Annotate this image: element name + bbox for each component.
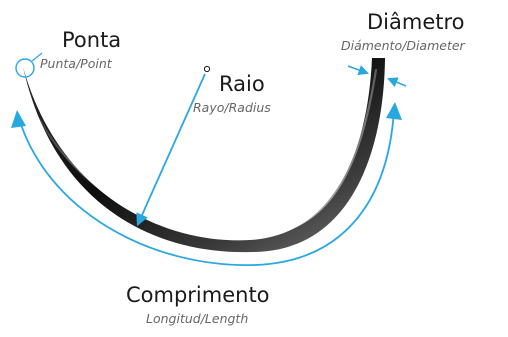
needle-highlight bbox=[38, 68, 378, 238]
diameter-label: Diâmetro bbox=[367, 10, 465, 34]
radius-center-dot bbox=[203, 65, 211, 73]
needle-body bbox=[23, 58, 385, 253]
point-leader-line bbox=[31, 52, 43, 62]
length-arc bbox=[17, 109, 395, 266]
length-sublabel: Longitud/Length bbox=[146, 311, 248, 326]
diameter-arrow-left bbox=[347, 65, 369, 76]
point-label: Ponta bbox=[62, 28, 122, 52]
length-label-es: Longitud bbox=[146, 311, 201, 326]
radius-sublabel: Rayo/Radius bbox=[193, 100, 271, 115]
diameter-label-en: Diameter bbox=[406, 38, 465, 53]
radius-label: Raio bbox=[219, 72, 265, 96]
radius-label-es: Rayo bbox=[193, 100, 225, 115]
diameter-sublabel: Diámento/Diameter bbox=[341, 38, 465, 53]
separator: / bbox=[75, 56, 81, 71]
length-label: Comprimento bbox=[126, 283, 270, 307]
separator: / bbox=[224, 100, 229, 115]
point-sublabel: Punta/Point bbox=[40, 56, 112, 71]
point-marker-circle bbox=[15, 58, 35, 78]
length-arrowhead-left bbox=[11, 110, 26, 128]
separator: / bbox=[200, 311, 205, 326]
length-arrowhead-right bbox=[386, 102, 402, 120]
length-label-en: Length bbox=[204, 311, 249, 326]
diameter-arrow-right bbox=[387, 77, 407, 88]
point-label-es: Punta bbox=[40, 56, 76, 71]
radius-label-en: Radius bbox=[228, 100, 271, 115]
point-label-en: Point bbox=[80, 56, 112, 71]
diameter-label-es: Diámento bbox=[341, 38, 403, 53]
separator: / bbox=[402, 38, 407, 53]
radius-arrow bbox=[136, 73, 206, 227]
